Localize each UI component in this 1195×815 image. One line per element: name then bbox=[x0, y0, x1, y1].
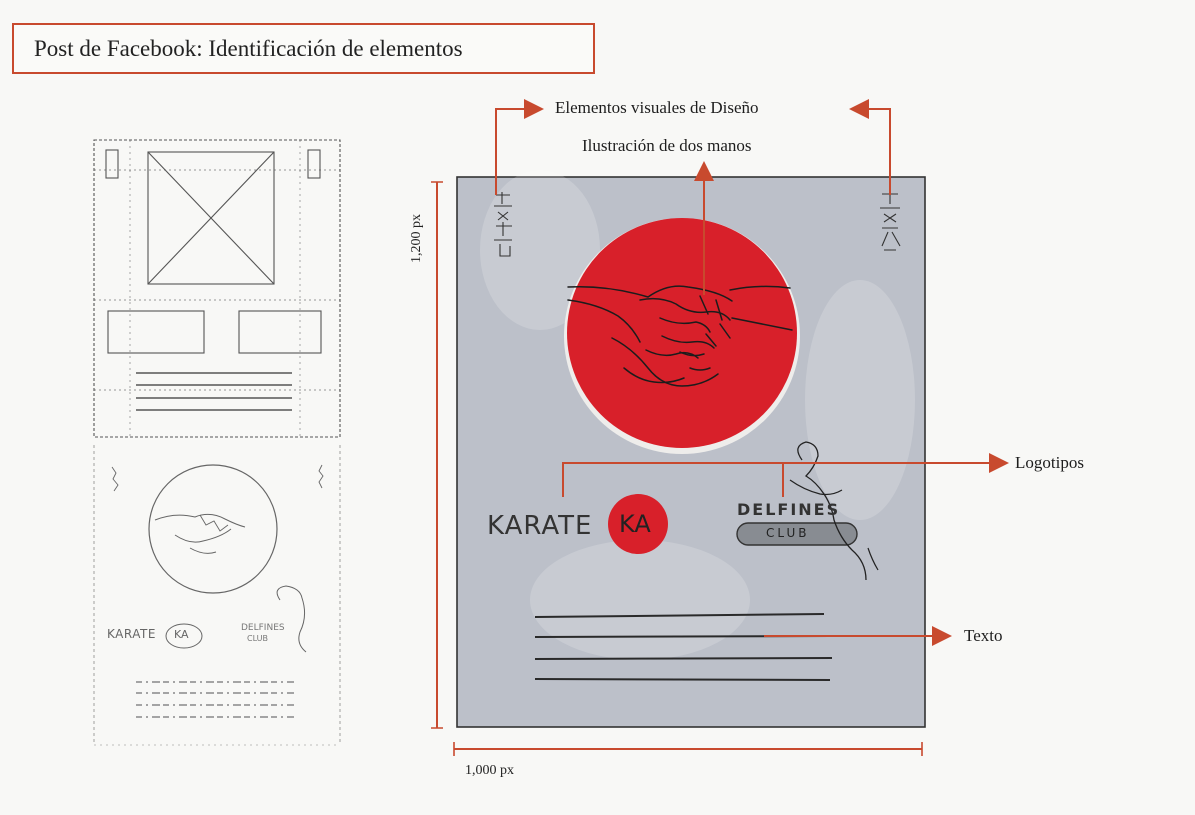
post-mockup bbox=[456, 170, 926, 728]
kanji-left-icon bbox=[494, 192, 512, 257]
sketch-ka-text: KA bbox=[174, 628, 189, 641]
label-hands-illustration: Ilustración de dos manos bbox=[582, 136, 752, 155]
club-logo-text: CLUB bbox=[766, 526, 810, 540]
delfines-logo-text: DELFINES bbox=[737, 500, 841, 519]
image-placeholder bbox=[147, 151, 275, 285]
sketch-ka-circle bbox=[165, 623, 203, 649]
annotation-arrows bbox=[431, 99, 1009, 756]
karate-logo-text: KARATE bbox=[487, 511, 593, 541]
label-visual-elements: Elementos visuales de Diseño bbox=[555, 98, 759, 117]
sketch-delfines-text: DELFINES bbox=[241, 623, 285, 633]
sketch-club-text: CLUB bbox=[247, 634, 268, 643]
label-text: Texto bbox=[964, 626, 1003, 645]
red-sun-circle bbox=[567, 218, 797, 448]
karate-ka-circle bbox=[608, 494, 668, 554]
dimension-width: 1,000 px bbox=[465, 763, 514, 778]
delfines-club-logo bbox=[736, 441, 879, 581]
diagram-title: Post de Facebook: Identificación de elem… bbox=[12, 23, 595, 74]
label-logos: Logotipos bbox=[1015, 453, 1084, 472]
wireframe-sketch bbox=[93, 139, 341, 438]
pencil-sketch bbox=[93, 445, 341, 746]
handshake-illustration bbox=[567, 285, 793, 387]
dimension-height: 1,200 px bbox=[409, 214, 424, 263]
sketch-karate-text: KARATE bbox=[107, 627, 156, 641]
title-text: Post de Facebook: Identificación de elem… bbox=[34, 35, 463, 61]
karate-ka-text: KA bbox=[619, 510, 651, 538]
sketch-circle bbox=[148, 464, 278, 594]
